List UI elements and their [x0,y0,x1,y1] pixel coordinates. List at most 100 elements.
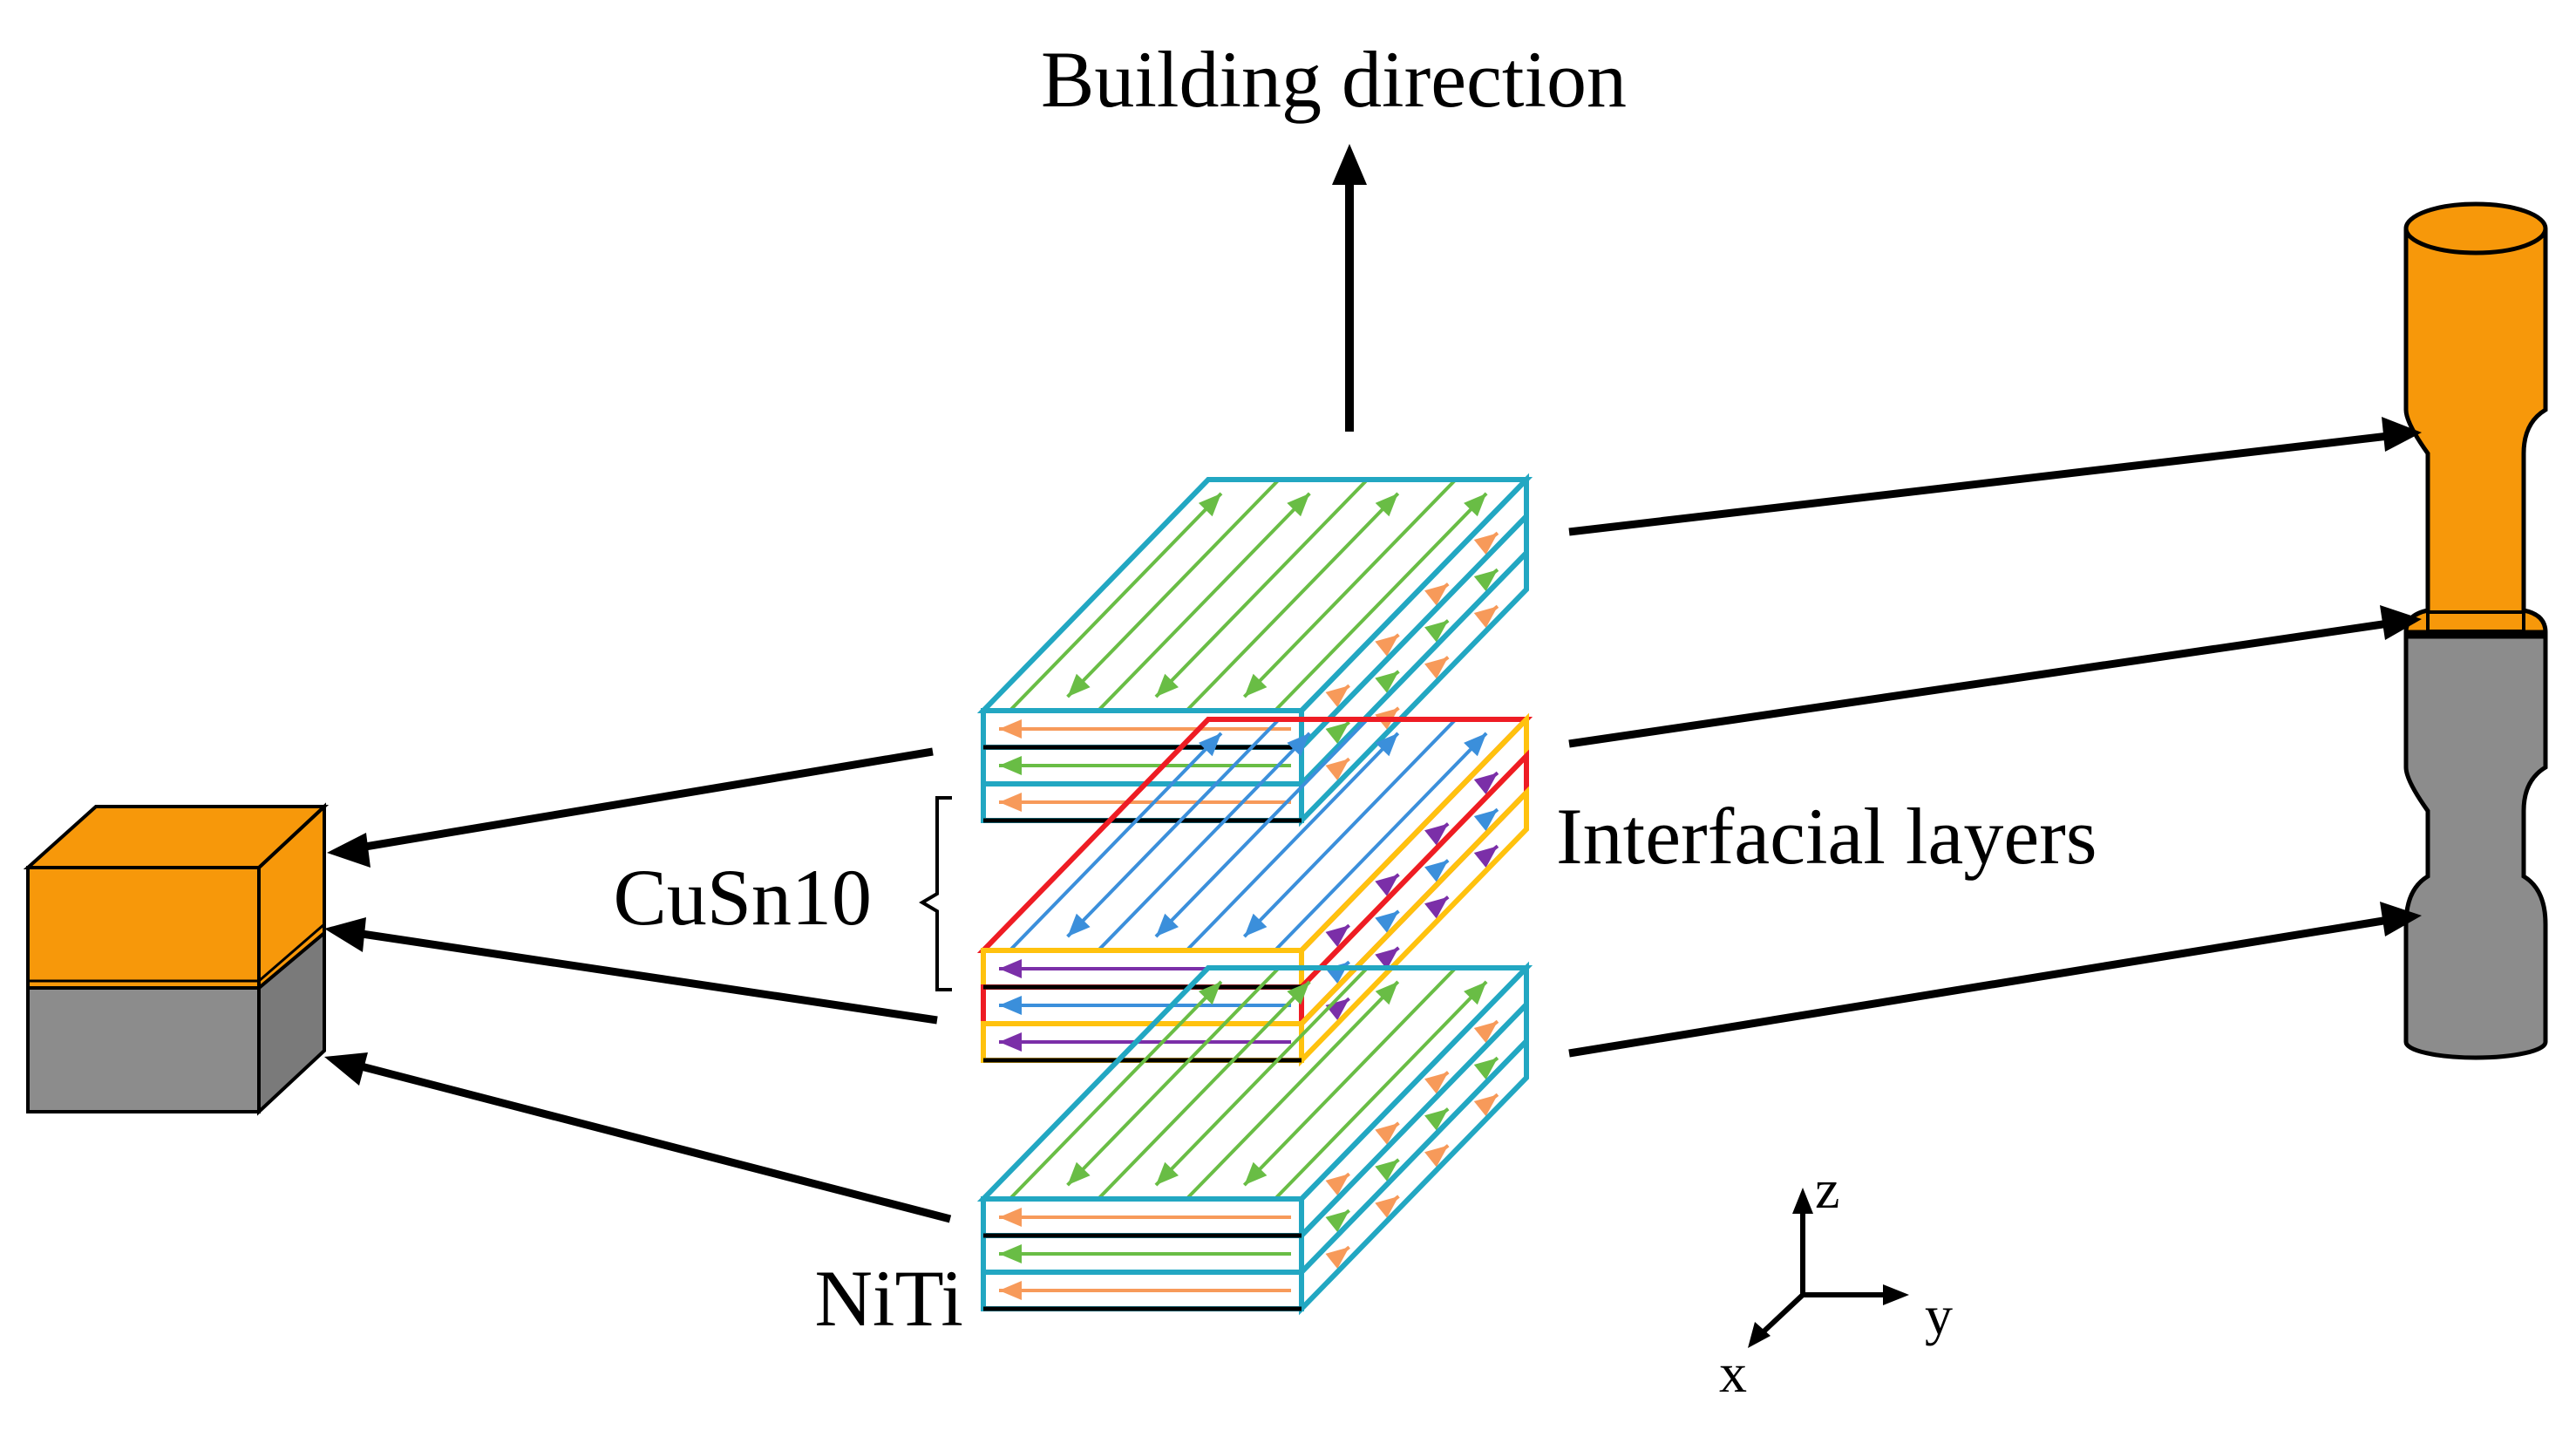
mid-top-scan-4-head [1375,732,1398,757]
tensile-interface-band [2426,610,2525,633]
tensile-cusn10-section [2403,228,2548,635]
z-axis-arrowhead [1792,1188,1813,1214]
bot-side-scan-1-1-head [1375,1159,1399,1181]
arrow-interface-to-cube [343,927,938,1025]
mid-side-scan-0-3-head [1473,773,1498,795]
y-axis-label: y [1925,1284,1953,1346]
top-front-scan-1-head [999,756,1022,775]
mid-top-scan-1-line [1066,718,1281,938]
top-top-scan-3-line [1154,478,1369,698]
tensile-niti-section [2403,634,2548,1060]
bot-side-scan-0-1-head [1375,1122,1399,1145]
building-direction-arrowhead [1332,144,1367,185]
top-side-scan-1-0-head [1325,722,1349,745]
top-top-scan-0-line [1008,492,1223,712]
top-top-scan-5-line [1242,478,1458,698]
mid-top-scan-0-head [1198,732,1221,757]
layer-stack-bottom-niti [976,961,1533,1316]
top-top-scan-4-line [1185,492,1400,712]
cube-arrows [324,747,952,1223]
cusn10-brace [919,796,952,991]
bot-side-scan-0-3-head [1473,1021,1498,1044]
bimetallic-cube-specimen [23,802,330,1116]
bot-front-scan-0-head [999,1208,1022,1227]
cube-cusn10-front [26,866,261,990]
top-side-scan-1-2-head [1424,620,1449,643]
top-side-scan-1-1-head [1375,671,1399,693]
coordinate-axes: z y x [1719,1158,1953,1404]
mid-top-scan-5-line [1242,718,1458,938]
arrowhead-tensile-bottom [2380,902,2422,936]
mid-front-scan-1-head [999,996,1022,1015]
bot-front-scan-1-head [999,1244,1022,1263]
mid-top-scan-2-head [1287,732,1310,757]
tensile-arrows [1568,417,2422,1058]
top-top-scan-0-head [1198,493,1221,517]
bot-top-scan-0-head [1198,981,1221,1005]
arrow-interface-to-tensile [1568,619,2389,748]
tensile-specimen [2403,201,2548,1060]
bot-side-scan-2-0-head [1325,1247,1349,1270]
bot-top-scan-2-head [1287,981,1310,1005]
mid-side-scan-0-2-head [1424,823,1449,846]
arrowhead-cube-interface [324,917,366,952]
mid-side-scan-1-1-head [1375,910,1399,933]
x-axis-line [1758,1292,1805,1337]
mid-side-scan-0-1-head [1375,874,1399,896]
mid-top-scan-3-line [1154,718,1369,938]
bot-top-scan-1-line [1066,966,1281,1187]
tensile-top-face [2403,201,2548,255]
arrow-bottom-to-tensile [1568,916,2389,1058]
mid-side-scan-2-1-head [1375,947,1399,970]
arrowhead-tensile-top [2382,417,2422,452]
top-side-scan-0-2-head [1424,583,1449,606]
cube-top [23,805,330,869]
top-top-scan-3-head [1155,673,1179,698]
top-top-scan-6-head [1464,493,1487,517]
top-front-scan-2-head [999,793,1022,812]
top-top-scan-1-line [1066,478,1281,698]
layer-stack-top-cusn10 [976,473,1533,827]
bot-top-scan-1-head [1067,1161,1091,1186]
layer-stack-interfacial [976,712,1533,1067]
mid-side-layer-2 [1299,786,1529,1067]
mid-front-scan-0-head [999,959,1022,978]
bot-top-scan-6-head [1464,981,1487,1005]
bot-top-scan-4-line [1185,980,1400,1201]
cube-interface-line-side [258,923,325,983]
building-direction-label: Building direction [1041,35,1627,124]
bot-top-scan-4-head [1375,981,1398,1005]
top-top-scan-2-line [1097,492,1311,712]
bot-side-scan-1-2-head [1424,1108,1449,1131]
bot-top-scan-6-line [1274,980,1488,1201]
cube-niti-front [26,986,261,1113]
mid-top-scan-6-line [1274,732,1488,952]
top-top-scan-2-head [1287,493,1310,517]
cusn10-label: CuSn10 [613,853,872,942]
top-side-scan-1-3-head [1473,569,1498,592]
mid-top-scan-4-line [1185,732,1400,952]
top-top-scan-4-head [1375,493,1398,517]
bot-side-scan-1-3-head [1473,1058,1498,1080]
top-top-scan-5-head [1244,673,1268,698]
x-axis-label: x [1719,1342,1747,1404]
top-top-scan-1-head [1067,673,1091,698]
mid-side-scan-2-2-head [1424,896,1449,919]
arrowhead-cube-bottom [324,1052,368,1086]
top-side-scan-2-2-head [1424,657,1449,679]
bot-front-scan-2-head [999,1281,1022,1300]
bot-side-layer-2 [1299,1034,1529,1316]
mid-top-scan-3-head [1155,913,1179,937]
top-top-scan-6-line [1274,492,1488,712]
top-side-scan-0-3-head [1473,533,1498,555]
arrowhead-cube-top [327,833,370,868]
mid-side-scan-1-3-head [1473,809,1498,832]
bot-side-scan-2-1-head [1375,1195,1399,1218]
bot-top-scan-3-head [1155,1161,1179,1186]
bot-top-scan-5-line [1242,966,1458,1187]
mid-side-scan-1-2-head [1424,860,1449,882]
top-side-layer-2 [1299,546,1529,827]
interfacial-layers-label: Interfacial layers [1556,792,2097,881]
